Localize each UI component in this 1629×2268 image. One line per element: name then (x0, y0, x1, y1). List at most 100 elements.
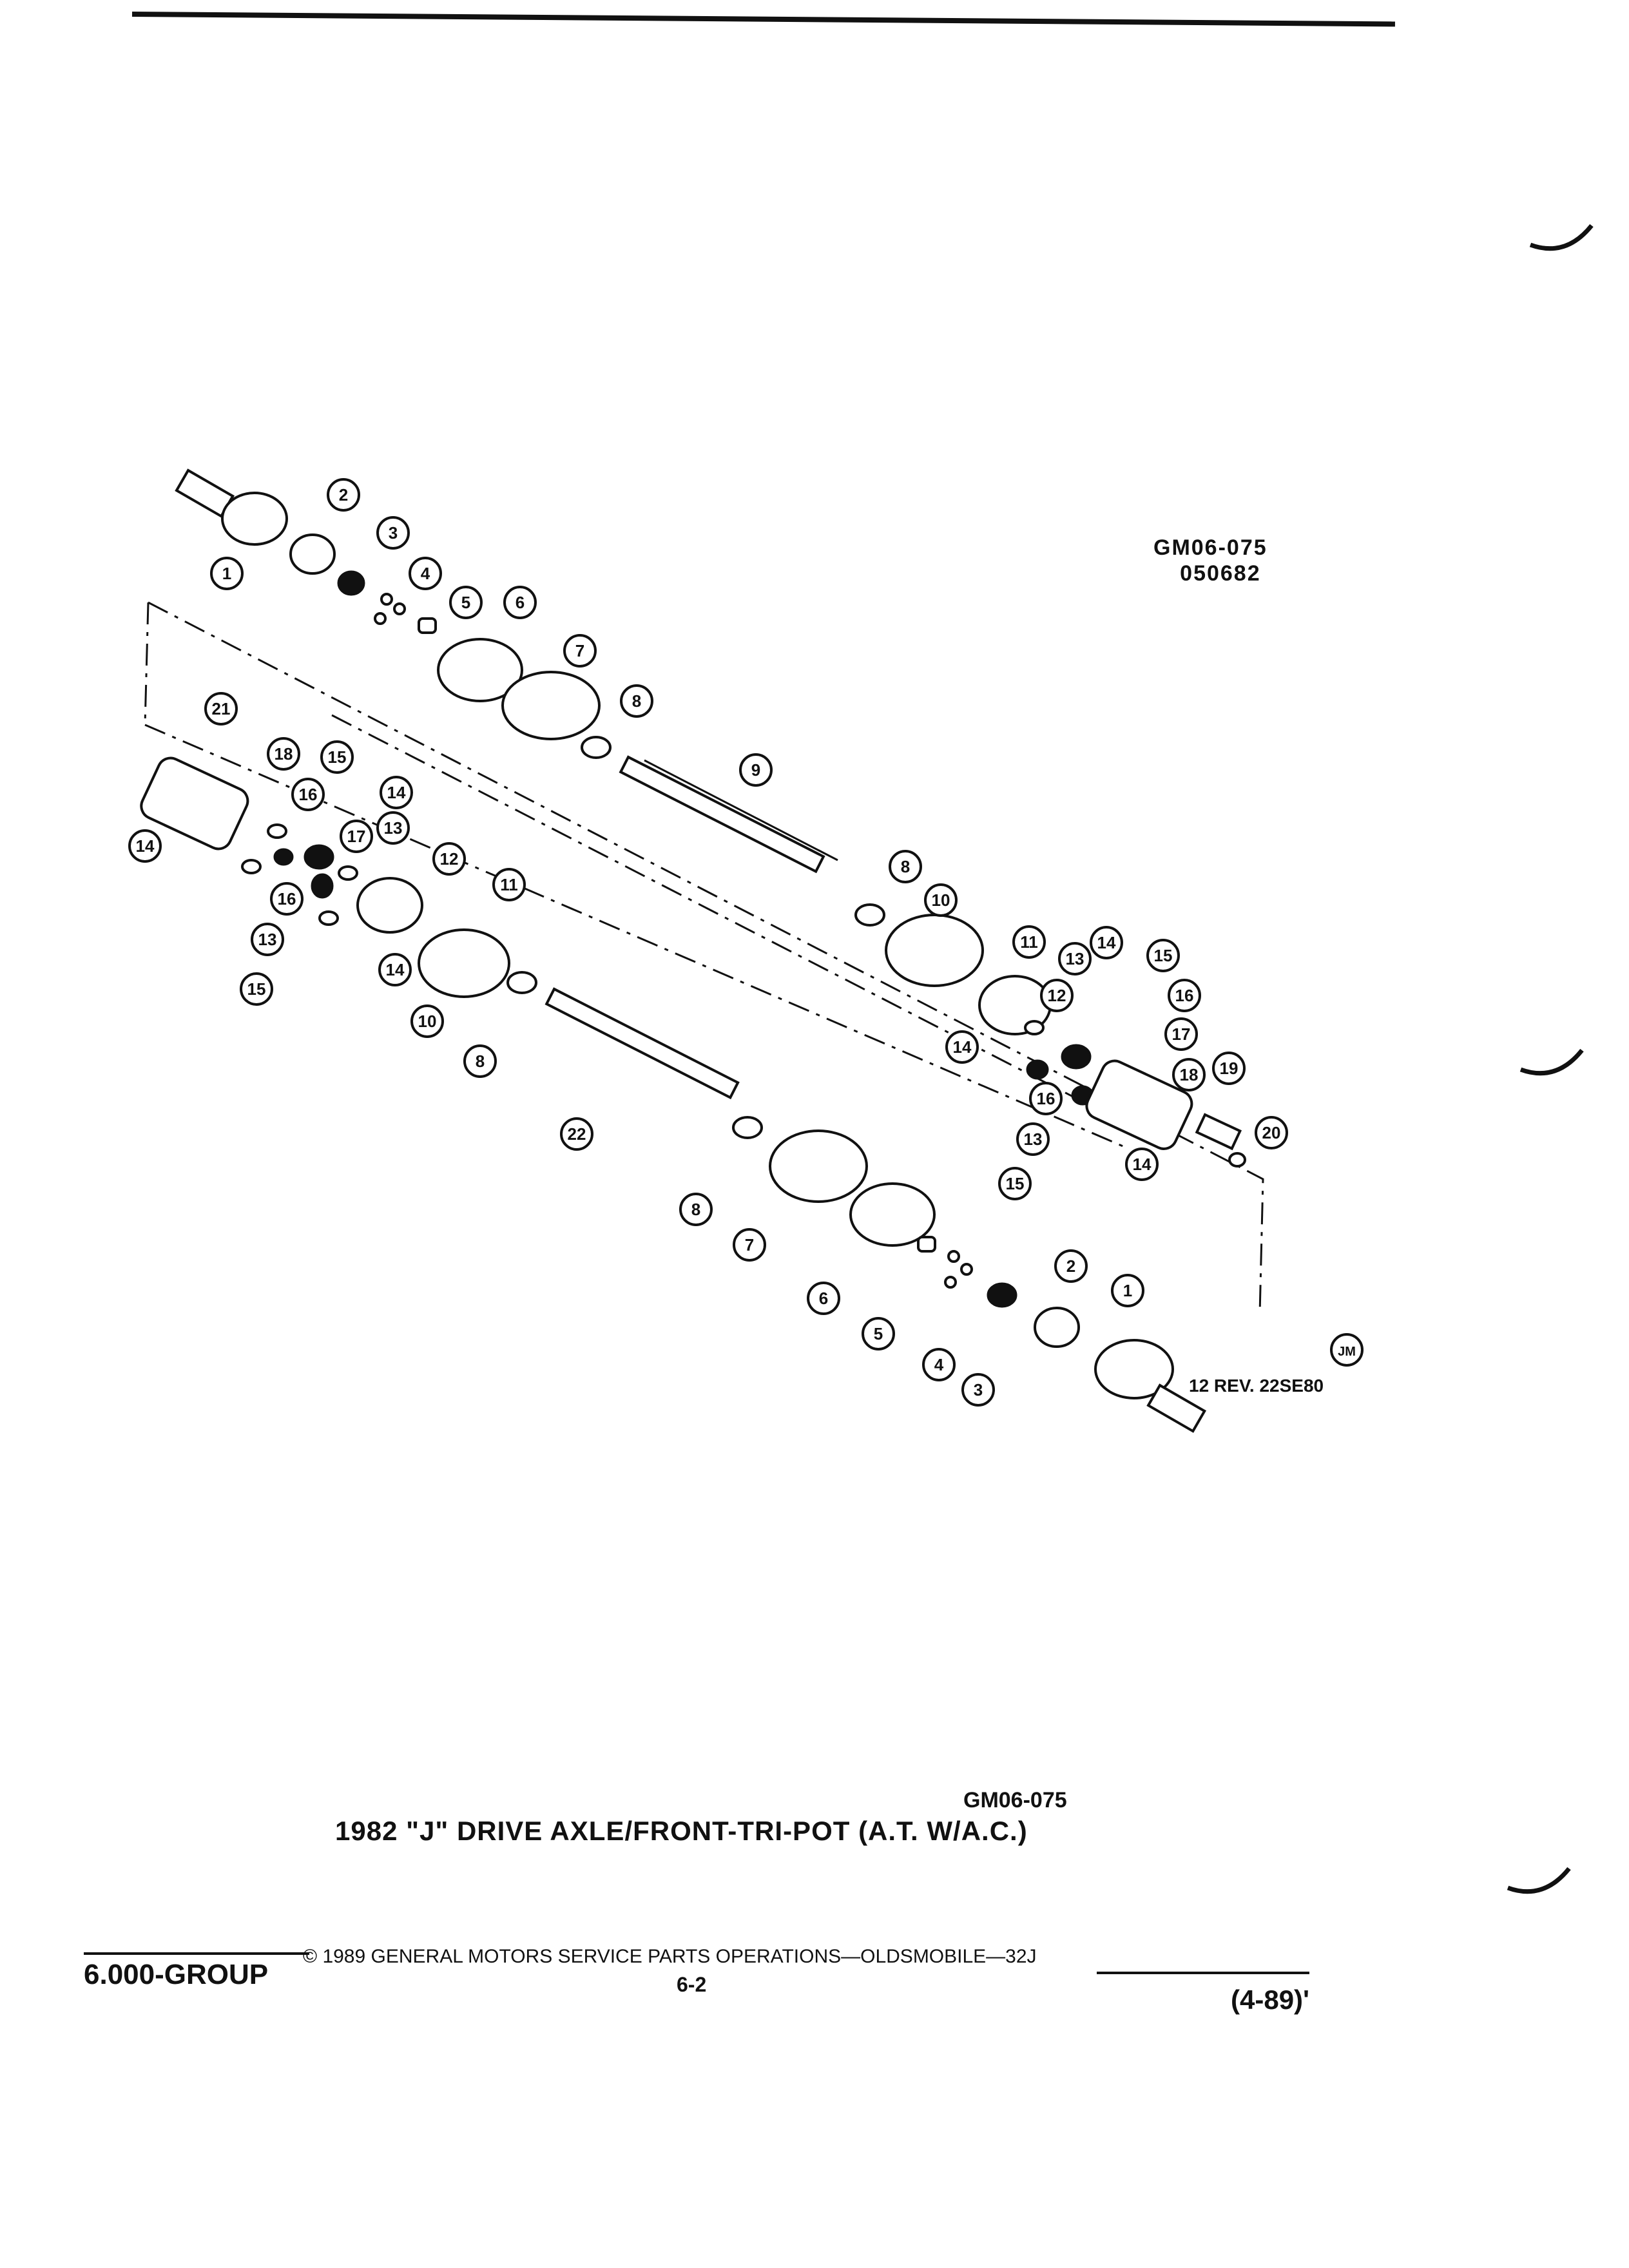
footer-revision-date: (4-89)' (1096, 1972, 1310, 2015)
svg-text:21: 21 (212, 699, 231, 718)
lower-axle-shaft (545, 987, 740, 1100)
svg-text:8: 8 (476, 1052, 485, 1071)
callout-upper-right-14: 14 (1090, 926, 1123, 959)
callout-lower-left-16b: 16 (270, 882, 304, 916)
callout-upper-right-13: 13 (1058, 942, 1092, 975)
callout-lower-left-13b: 13 (251, 923, 284, 956)
callout-lower-left-10: 10 (410, 1004, 444, 1038)
callout-lower-right-1: 1 (1111, 1274, 1144, 1307)
svg-text:4: 4 (421, 564, 430, 583)
svg-text:20: 20 (1262, 1123, 1281, 1142)
callout-upper-right-13b: 13 (1016, 1122, 1050, 1156)
svg-text:15: 15 (328, 747, 347, 767)
assembly-divider (331, 714, 1096, 1110)
callout-upper-right-17: 17 (1164, 1017, 1198, 1051)
callout-lower-left-14c: 14 (378, 953, 412, 986)
callout-lower-left-14b: 14 (128, 829, 162, 863)
svg-text:13: 13 (1024, 1129, 1043, 1149)
callout-upper-right-19: 19 (1212, 1052, 1246, 1085)
callout-lower-left-12: 12 (432, 842, 466, 876)
svg-text:2: 2 (1066, 1256, 1075, 1276)
svg-text:16: 16 (299, 785, 318, 804)
caption-code: GM06-075 (963, 1788, 1067, 1812)
callout-lower-left-15: 15 (320, 740, 354, 774)
svg-text:12: 12 (1048, 986, 1066, 1005)
reference-code: GM06-075 (1153, 535, 1268, 560)
callout-upper-right-20: 20 (1255, 1116, 1288, 1149)
svg-text:13: 13 (258, 930, 277, 949)
footer-page-number: 6-2 (677, 1973, 707, 1996)
svg-text:17: 17 (1172, 1024, 1191, 1044)
callout-lower-left-15b: 15 (240, 972, 273, 1006)
svg-text:16: 16 (1037, 1089, 1055, 1108)
svg-text:14: 14 (1097, 933, 1116, 952)
callout-lower-right-7: 7 (733, 1228, 766, 1262)
svg-text:8: 8 (901, 857, 910, 876)
svg-text:6: 6 (516, 593, 525, 612)
callout-lower-left-8: 8 (463, 1044, 497, 1078)
svg-text:14: 14 (1133, 1155, 1152, 1174)
outer-joint-upper-left (175, 468, 612, 759)
callout-upper-left-1: 1 (210, 557, 244, 590)
svg-text:22: 22 (568, 1124, 586, 1144)
scan-mark-2 (1519, 1048, 1584, 1076)
svg-text:10: 10 (418, 1012, 437, 1031)
svg-text:JM: JM (1338, 1345, 1356, 1359)
callout-upper-left-3: 3 (376, 516, 410, 550)
scan-mark-1 (1529, 224, 1594, 251)
svg-text:1: 1 (222, 564, 231, 583)
callout-lower-left-11: 11 (492, 868, 526, 901)
svg-text:6: 6 (819, 1289, 828, 1308)
callout-upper-right-14b: 14 (1125, 1148, 1159, 1181)
jm-badge: JM (1330, 1333, 1364, 1367)
svg-text:15: 15 (1154, 946, 1173, 965)
callout-upper-right-16b: 16 (1029, 1082, 1063, 1115)
callout-upper-right-16: 16 (1168, 979, 1201, 1012)
callout-upper-right-14c: 14 (945, 1030, 979, 1064)
caption-title: 1982 "J" DRIVE AXLE/FRONT-TRI-POT (A.T. … (335, 1816, 1028, 1846)
svg-text:10: 10 (932, 890, 950, 910)
callout-upper-right-12: 12 (1040, 979, 1074, 1012)
callout-lower-right-3: 3 (961, 1373, 995, 1407)
svg-text:3: 3 (974, 1380, 983, 1399)
svg-text:13: 13 (1066, 949, 1084, 968)
svg-text:15: 15 (247, 979, 266, 999)
upper-axle-shaft (619, 755, 838, 874)
inner-joint-lower-left (140, 756, 537, 998)
callout-upper-right-8: 8 (889, 850, 922, 883)
callout-lower-left-13: 13 (376, 811, 410, 845)
svg-text:14: 14 (386, 960, 405, 979)
svg-text:19: 19 (1220, 1059, 1239, 1078)
svg-text:4: 4 (934, 1355, 944, 1374)
callout-upper-right-18: 18 (1172, 1058, 1206, 1091)
svg-text:17: 17 (347, 827, 366, 846)
reference-date: 050682 (1180, 561, 1261, 586)
svg-text:2: 2 (339, 485, 348, 505)
callout-lower-shaft-22: 22 (560, 1117, 593, 1151)
svg-text:9: 9 (751, 760, 760, 780)
svg-text:16: 16 (278, 889, 296, 908)
callout-upper-left-2: 2 (327, 478, 360, 512)
svg-text:11: 11 (1020, 932, 1038, 952)
callout-upper-right-15: 15 (1146, 939, 1180, 972)
svg-text:18: 18 (275, 744, 293, 764)
callout-lower-right-6: 6 (807, 1282, 840, 1315)
callout-lower-left-14: 14 (380, 776, 413, 809)
callout-upper-right-11: 11 (1012, 925, 1046, 959)
footer-group-number: 6.000-GROUP (84, 1952, 310, 1990)
svg-text:8: 8 (632, 691, 641, 711)
svg-text:15: 15 (1006, 1174, 1025, 1193)
footer-copyright: © 1989 GENERAL MOTORS SERVICE PARTS OPER… (303, 1946, 1037, 1967)
callout-upper-left-7: 7 (563, 634, 597, 668)
svg-text:5: 5 (874, 1324, 883, 1343)
svg-text:3: 3 (389, 523, 398, 543)
callout-lower-left-18: 18 (267, 737, 300, 771)
outer-joint-lower-right (732, 1116, 1207, 1433)
callout-upper-left-4: 4 (409, 557, 442, 590)
svg-text:13: 13 (384, 818, 403, 838)
svg-text:5: 5 (461, 593, 470, 612)
svg-text:8: 8 (691, 1200, 700, 1219)
callout-lower-right-8: 8 (679, 1193, 713, 1226)
svg-text:12: 12 (440, 849, 459, 869)
revision-note: 12 REV. 22SE80 (1189, 1376, 1324, 1396)
